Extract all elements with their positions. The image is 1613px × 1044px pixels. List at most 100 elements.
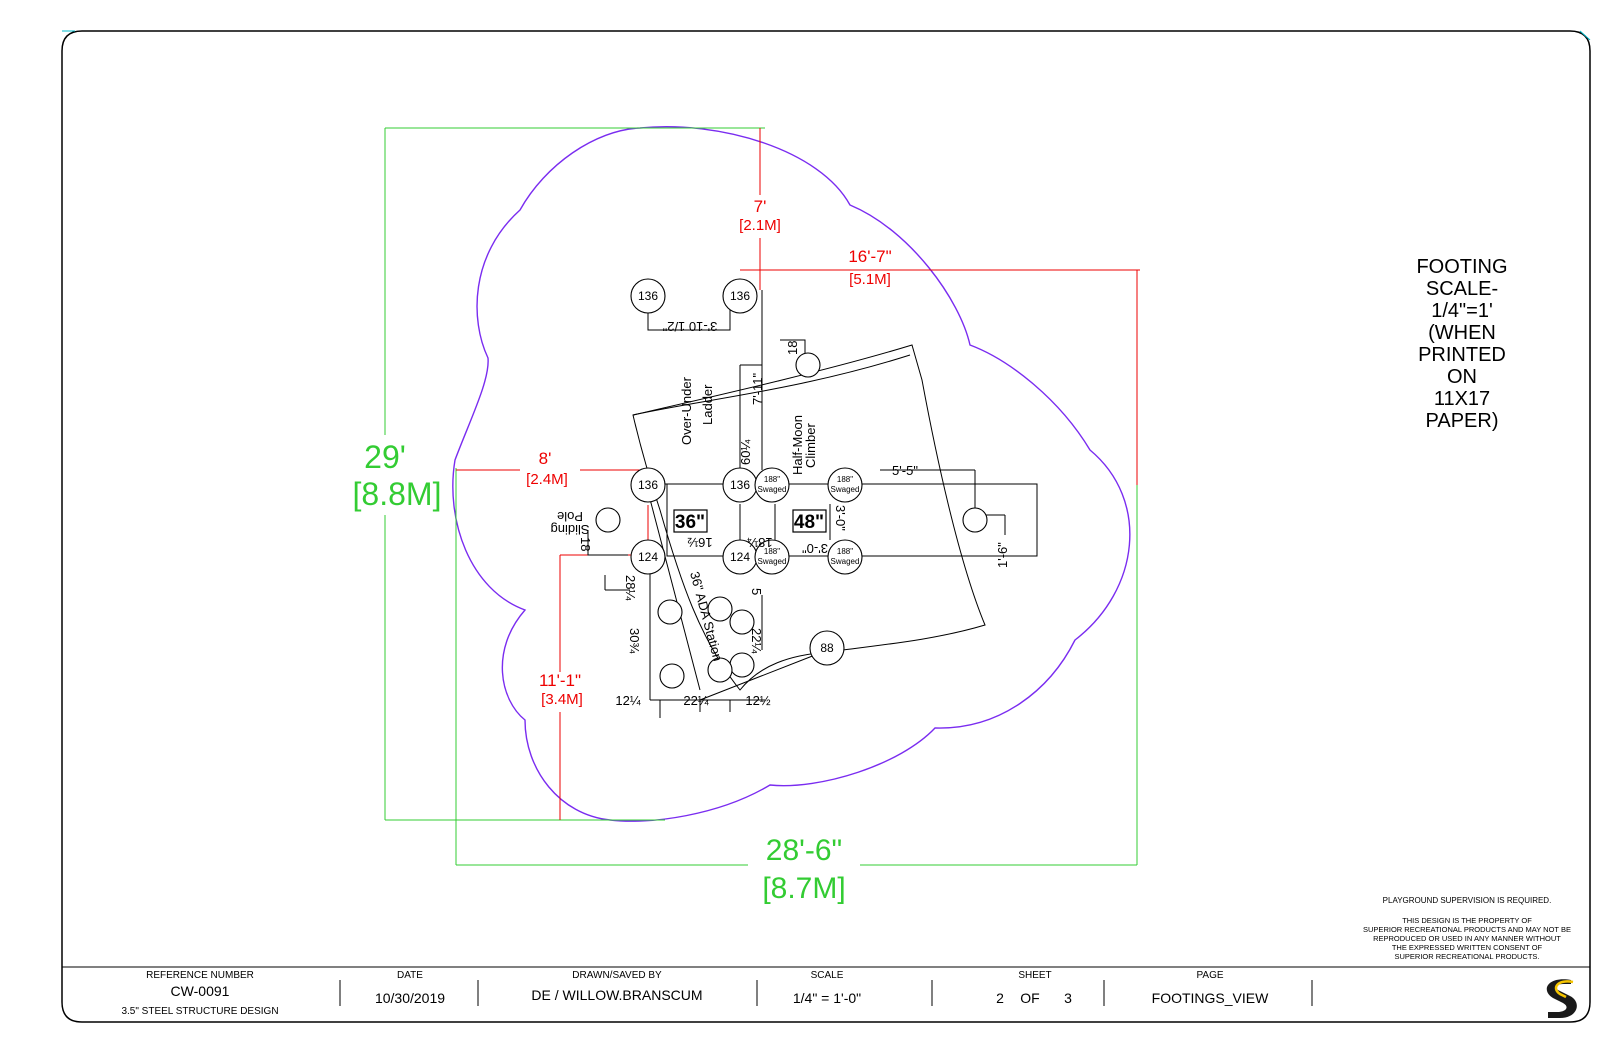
post-swaged-4 <box>827 539 863 575</box>
top-dim-ft: 7' <box>754 197 767 216</box>
dim-30: 30¾ <box>627 628 642 653</box>
svg-text:THE EXPRESSED WRITTEN CONSENT: THE EXPRESSED WRITTEN CONSENT OF <box>1392 943 1543 952</box>
footing-posts <box>595 278 988 689</box>
dim-1-6: 1'-6" <box>995 542 1010 568</box>
post-swaged-1 <box>754 467 790 503</box>
post-right-small <box>962 507 988 533</box>
svg-text:188": 188" <box>837 475 853 484</box>
sheet-total: 3 <box>1064 990 1072 1006</box>
title-block <box>62 966 1590 1006</box>
dim-12a: 12¼ <box>615 693 640 708</box>
sliding-pole-label-2: Pole <box>557 509 583 524</box>
dim-22b: 22¼ <box>683 693 708 708</box>
svg-text:ON: ON <box>1447 366 1477 388</box>
half-moon-label-2: Climber <box>803 423 818 468</box>
deck-36-box <box>673 509 708 533</box>
post-swaged-3 <box>754 539 790 575</box>
bottom-dim-m: [3.4M] <box>541 691 583 708</box>
post-88 <box>809 630 845 666</box>
svg-text:REPRODUCED OR USED IN ANY MANN: REPRODUCED OR USED IN ANY MANNER WITHOUT <box>1373 934 1561 943</box>
footing-scale-note: FOOTING SCALE- 1/4"=1' (WHEN PRINTED ON … <box>1416 256 1507 432</box>
svg-text:Swaged: Swaged <box>758 557 787 566</box>
post-swaged-2 <box>827 467 863 503</box>
post-label: 88 <box>820 641 834 655</box>
dim-5-5: 5'-5" <box>892 463 918 478</box>
post-small-b <box>707 596 733 622</box>
dim-7-11: 7'-11" <box>750 372 765 405</box>
post-top-18 <box>795 352 821 378</box>
sheet-label: SHEET <box>1018 970 1051 981</box>
page-value: FOOTINGS_VIEW <box>1152 990 1269 1006</box>
ref-number-label: REFERENCE NUMBER <box>146 970 254 981</box>
post-small-d <box>729 652 755 678</box>
half-moon-label-1: Half-Moon <box>790 415 805 475</box>
dim-5: 5 <box>749 588 764 595</box>
overall-width-m: [8.7M] <box>762 872 845 905</box>
svg-text:PAPER): PAPER) <box>1426 410 1499 432</box>
post-124-left <box>630 539 666 575</box>
corner-mark-right <box>1579 30 1591 41</box>
svg-text:1/4"=1': 1/4"=1' <box>1431 300 1493 322</box>
left-dim-m: [2.4M] <box>526 471 568 488</box>
svg-text:SUPERIOR RECREATIONAL PRODUCTS: SUPERIOR RECREATIONAL PRODUCTS. <box>1394 952 1539 961</box>
page-label: PAGE <box>1196 970 1223 981</box>
deck-36-label: 36" <box>675 512 705 533</box>
deck-48-label: 48" <box>794 512 824 533</box>
svg-text:(WHEN: (WHEN <box>1428 322 1496 344</box>
post-136-mid-left <box>630 467 666 503</box>
right-dim-m: [5.1M] <box>849 271 891 288</box>
use-zone-perimeter <box>452 126 1131 822</box>
post-136-top-left <box>630 278 666 314</box>
structure-linework <box>587 290 1038 718</box>
svg-text:188": 188" <box>764 547 780 556</box>
deck-48-box <box>792 509 827 533</box>
dim-12b: 12½ <box>745 693 770 708</box>
overall-height-m: [8.8M] <box>353 476 442 512</box>
sheet-of: OF <box>1020 990 1039 1006</box>
swaged-post-labels: 188" Swaged 188" Swaged 188" Swaged 188"… <box>758 475 860 566</box>
dim-3-10: 3'-10 1/2" <box>662 319 717 334</box>
dim-60: 60¼ <box>738 440 753 465</box>
dim-16: 16½ <box>687 535 712 550</box>
dim-22a: 22¼ <box>749 628 764 653</box>
svg-text:11X17: 11X17 <box>1434 388 1490 410</box>
sheet-border <box>61 30 1591 1023</box>
dim-3-0b: 3'-0" <box>833 505 848 531</box>
post-label: 124 <box>638 550 658 564</box>
over-under-label-2: Ladder <box>700 384 715 425</box>
post-label: 136 <box>730 478 750 492</box>
overall-width-ft: 28'-6" <box>766 834 842 867</box>
date-label: DATE <box>397 970 423 981</box>
overall-height-ft: 29' <box>364 439 406 475</box>
dim-18-mid: 18¼ <box>747 535 772 550</box>
post-small-a <box>657 599 683 625</box>
svg-text:Swaged: Swaged <box>831 557 860 566</box>
drawn-by-label: DRAWN/SAVED BY <box>572 970 662 981</box>
ref-number-value: CW-0091 <box>171 983 230 999</box>
svg-text:PRINTED: PRINTED <box>1418 344 1506 366</box>
svg-text:THIS DESIGN IS THE PROPERTY OF: THIS DESIGN IS THE PROPERTY OF <box>1402 916 1532 925</box>
over-under-label-1: Over-Under <box>679 376 694 445</box>
post-label: 136 <box>730 289 750 303</box>
top-dim-m: [2.1M] <box>739 217 781 234</box>
svg-text:SCALE-: SCALE- <box>1426 278 1498 300</box>
svg-text:FOOTING: FOOTING <box>1416 256 1507 278</box>
supervision-note: PLAYGROUND SUPERVISION IS REQUIRED. <box>1383 896 1552 905</box>
svg-text:SUPERIOR RECREATIONAL PRODUCTS: SUPERIOR RECREATIONAL PRODUCTS AND MAY N… <box>1363 925 1571 934</box>
post-label: 136 <box>638 289 658 303</box>
svg-text:Swaged: Swaged <box>831 485 860 494</box>
svg-text:Swaged: Swaged <box>758 485 787 494</box>
svg-text:188": 188" <box>837 547 853 556</box>
post-136-top-right <box>722 278 758 314</box>
dim-28: 28¼ <box>623 575 638 600</box>
dim-18-left: 18 <box>578 537 593 551</box>
dim-18-top: 18 <box>785 341 800 355</box>
bottom-dim-ft: 11'-1" <box>539 671 581 690</box>
post-label: 136 <box>638 478 658 492</box>
dim-3-0a: 3'-0" <box>802 541 828 556</box>
scale-label: SCALE <box>811 970 844 981</box>
left-dim-ft: 8' <box>539 449 552 468</box>
post-small-e <box>707 657 733 683</box>
post-small-c <box>729 609 755 635</box>
